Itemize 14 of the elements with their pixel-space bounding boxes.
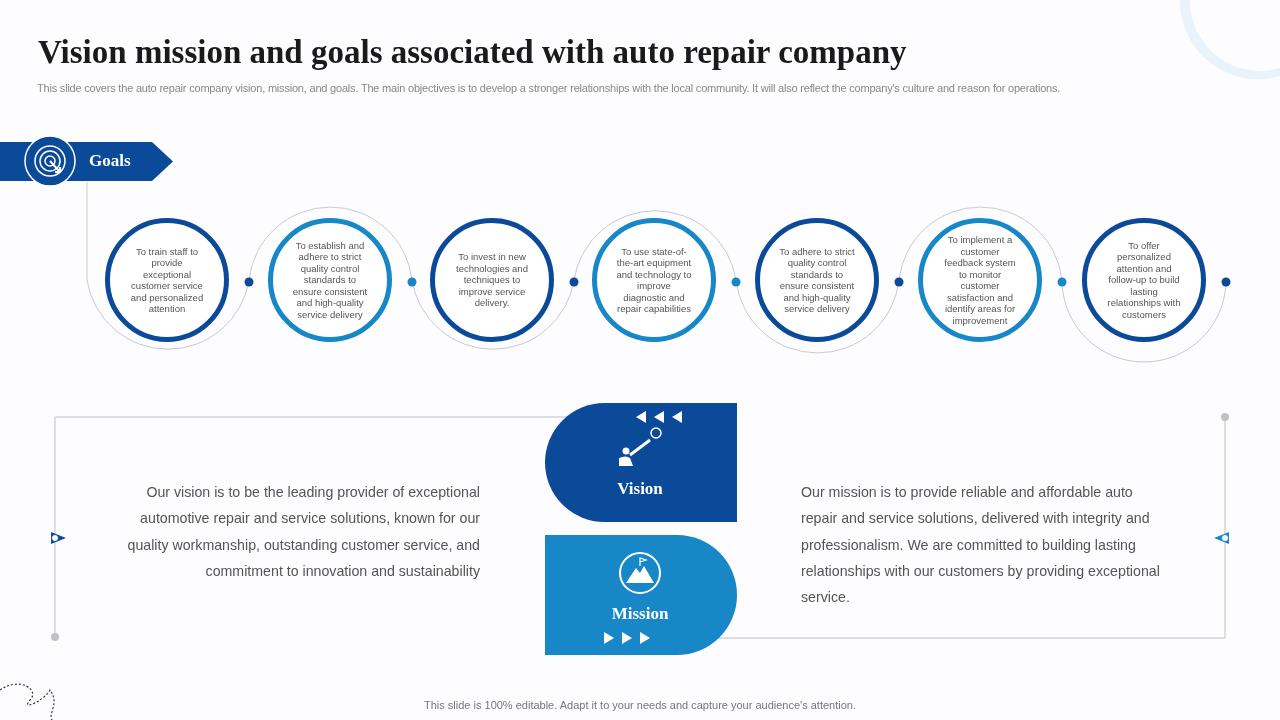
- goal-circle: To implement a customer feedback system to monitor customer satisfaction and identify areas for improvement: [918, 218, 1042, 342]
- goal-circle: To establish and adhere to strict quality control standards to ensure consistent and high-quality service delivery: [268, 218, 392, 342]
- goal-circle: To train staff to provide exceptional customer service and personalized attention: [105, 218, 229, 342]
- mission-statement: Our mission is to provide reliable and affordable auto repair and service solutions, delivered with integrity and professionalism. We are committed to building lasting relationships with our customers by providing exceptional service.: [801, 483, 1161, 608]
- vision-panel: Vision: [545, 403, 737, 522]
- vision-statement: Our vision is to be the leading provider of exceptional automotive repair and service solutions, known for our quality workmanship, outstanding customer service, and commitment to innovation and sustainability: [126, 483, 480, 581]
- goal-circle: To invest in new technologies and techniques to improve service delivery.: [430, 218, 554, 342]
- goal-circle: To adhere to strict quality control standards to ensure consistent and high-quality service delivery: [755, 218, 879, 342]
- goal-circle: To offer personalized attention and follow-up to build lasting relationships with customers: [1082, 218, 1206, 342]
- mission-panel: Mission: [545, 535, 737, 655]
- goal-circle: To use state-of-the-art equipment and technology to improve diagnostic and repair capabilities: [592, 218, 716, 342]
- footer-note: This slide is 100% editable. Adapt it to your needs and capture your audience's attention.: [423, 699, 857, 711]
- subtitle: This slide covers the auto repair company vision, mission, and goals. The main objectives is to develop a stronger relationships with the local community. It will also reflect the company's culture and reason for operations.: [37, 82, 1062, 94]
- title: Vision mission and goals associated with auto repair company: [38, 34, 907, 71]
